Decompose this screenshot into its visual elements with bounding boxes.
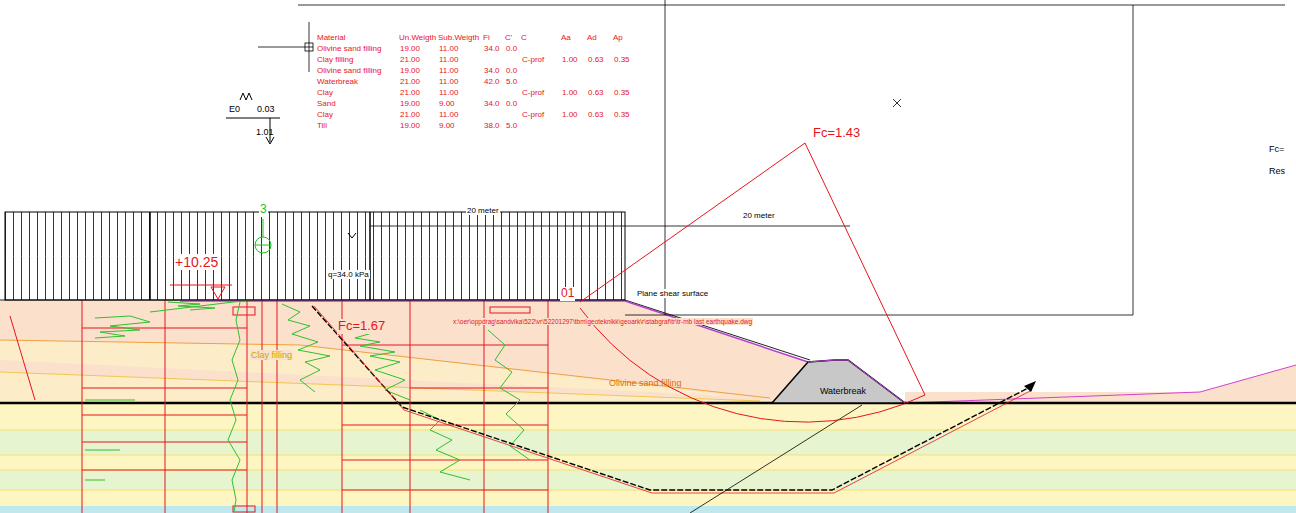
table-cell: Till <box>316 121 328 130</box>
table-cell: 11.00 <box>438 44 459 53</box>
table-cell: 0.0 <box>505 99 518 108</box>
safety-factor: Fc=1.67 <box>337 319 386 334</box>
table-header: Un.Weigth <box>398 33 437 42</box>
dimension-label: 20 meter <box>466 206 500 215</box>
table-cell: Olivine sand filling <box>316 66 382 75</box>
table-header: Aa <box>560 33 572 42</box>
shape-label: Waterbreak <box>820 386 866 396</box>
waterbreak-outline <box>770 357 908 404</box>
table-cell: C-prof <box>521 110 545 119</box>
elevation-label: +10.25 <box>174 254 219 270</box>
dimension-label: 20 meter <box>742 211 776 220</box>
table-cell: 19.00 <box>399 121 421 130</box>
waterbreak-shape: Waterbreak <box>770 357 908 404</box>
table-cell: Clay <box>316 88 334 97</box>
table-header: C' <box>504 33 513 42</box>
table-header: Ap <box>612 33 624 42</box>
file-path: x:\oer\oppdrag\sandvika\522\vr\52201297\… <box>452 318 753 325</box>
table-header: Ad <box>586 33 598 42</box>
table-cell: 0.35 <box>613 88 631 97</box>
table-cell: 19.00 <box>399 99 421 108</box>
table-cell: 34.0 <box>483 44 501 53</box>
table-cell: 11.00 <box>438 77 459 86</box>
table-cell: Waterbreak <box>316 77 359 86</box>
table-cell: C-prof <box>521 88 545 97</box>
table-header: C <box>520 33 528 42</box>
table-cell: 11.00 <box>438 66 459 75</box>
table-cell: 5.0 <box>505 121 518 130</box>
load-label: q=34.0 kPa <box>327 270 370 279</box>
table-cell: 0.63 <box>587 88 605 97</box>
table-cell: Clay <box>316 110 334 119</box>
table-cell: 0.0 <box>505 44 518 53</box>
cut-label: Fc= <box>1268 144 1285 154</box>
table-cell: 5.0 <box>505 77 518 86</box>
table-cell: 9.00 <box>438 99 456 108</box>
table-cell: 1.00 <box>561 110 579 119</box>
table-cell: Olivine sand filling <box>316 44 382 53</box>
layer-name: Olivine sand filling <box>608 378 683 388</box>
table-cell: 1.00 <box>561 55 579 64</box>
table-cell: 0.0 <box>505 66 518 75</box>
table-cell: 42.0 <box>483 77 501 86</box>
table-cell: 21.00 <box>399 110 421 119</box>
load-code: E0 <box>228 104 241 114</box>
table-cell: 0.63 <box>587 55 605 64</box>
table-cell: 21.00 <box>399 88 421 97</box>
acceleration-value: 0.03 <box>256 104 276 114</box>
table-cell: 9.00 <box>438 121 456 130</box>
table-cell: 38.0 <box>483 121 501 130</box>
table-cell: Sand <box>316 99 337 108</box>
factor-value: 1.01 <box>255 127 275 137</box>
table-cell: 11.00 <box>438 110 459 119</box>
circle-number: 01 <box>560 287 575 301</box>
safety-factor: Fc=1.43 <box>812 126 861 141</box>
layer-name: Clay filling <box>250 350 293 360</box>
table-cell: 21.00 <box>399 55 421 64</box>
table-cell: 19.00 <box>399 44 421 53</box>
table-cell: 19.00 <box>399 66 421 75</box>
table-cell: Clay filling <box>316 55 354 64</box>
table-cell: 11.00 <box>438 55 459 64</box>
table-header: Fi <box>482 33 491 42</box>
table-cell: 21.00 <box>399 77 421 86</box>
table-cell: 11.00 <box>438 88 459 97</box>
surface-label: Plane shear surface <box>636 289 709 298</box>
callout-number: 3 <box>259 203 268 217</box>
table-header: Sub.Weigth <box>437 33 480 42</box>
table-cell: C-prof <box>521 55 545 64</box>
table-header: Material <box>316 33 346 42</box>
table-cell: 0.63 <box>587 110 605 119</box>
cut-label: Res <box>1268 166 1286 176</box>
table-cell: 0.35 <box>613 110 631 119</box>
table-cell: 1.00 <box>561 88 579 97</box>
table-cell: 34.0 <box>483 99 501 108</box>
table-cell: 34.0 <box>483 66 501 75</box>
table-cell: 0.35 <box>613 55 631 64</box>
